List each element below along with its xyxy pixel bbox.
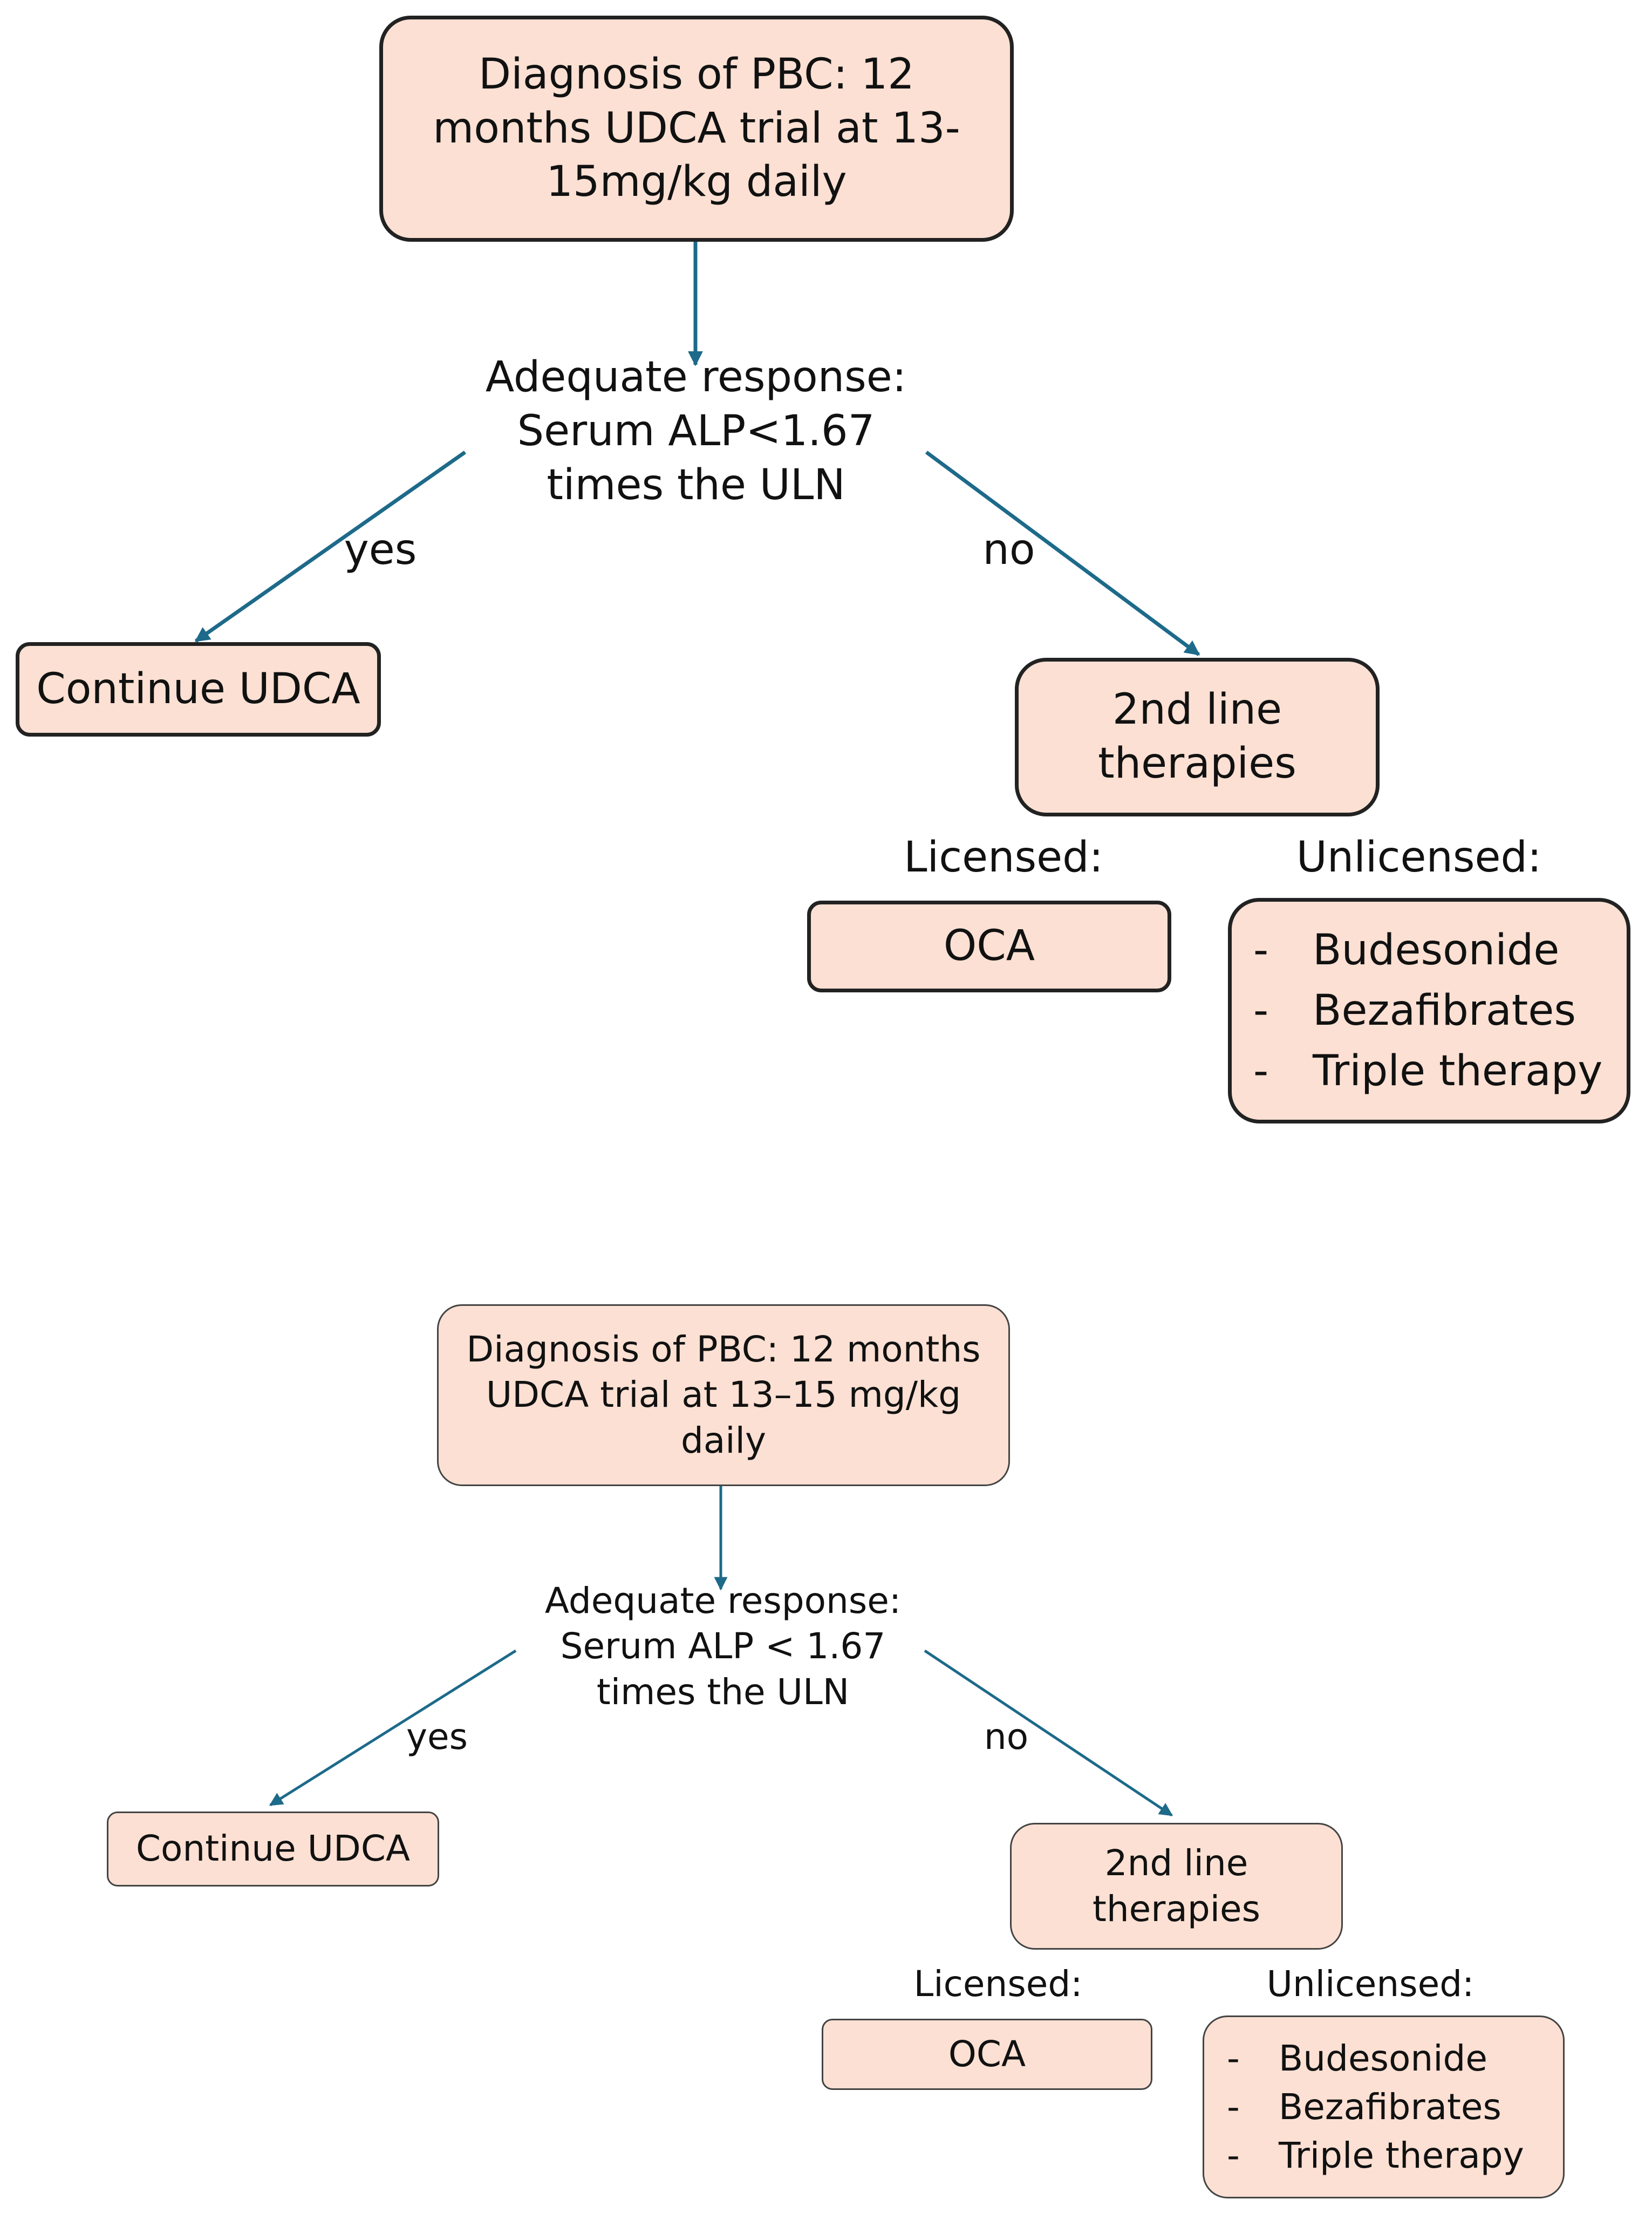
- unlicensed-options-box: - Budesonide - Bezafibrates - Triple the…: [1203, 2015, 1565, 2198]
- bezafibrates-text: Bezafibrates: [1279, 2086, 1501, 2128]
- connector-arrows: [269, 1486, 1173, 1817]
- unlicensed-item-bezafibrates: - Bezafibrates: [1232, 980, 1576, 1041]
- licensed-oca-box: OCA: [807, 901, 1171, 992]
- start-box-text: Diagnosis of PBC: 12 months UDCA trial a…: [466, 1328, 981, 1461]
- unlicensed-heading: Unlicensed:: [1296, 833, 1542, 882]
- unlicensed-options-box: - Budesonide - Bezafibrates - Triple the…: [1228, 898, 1630, 1123]
- licensed-heading: Licensed:: [904, 833, 1103, 882]
- no-label: no: [984, 1716, 1029, 1758]
- list-bullet: -: [1227, 2134, 1240, 2176]
- bezafibrates-text: Bezafibrates: [1313, 986, 1576, 1035]
- unlicensed-item-triple-therapy: - Triple therapy: [1204, 2132, 1524, 2180]
- list-bullet: -: [1227, 2086, 1240, 2128]
- no-label: no: [982, 526, 1035, 574]
- oca-text: OCA: [948, 2033, 1026, 2075]
- oca-text: OCA: [943, 922, 1035, 971]
- continue-udca-box: Continue UDCA: [16, 642, 381, 737]
- yes-label: yes: [344, 526, 417, 574]
- list-bullet: -: [1253, 1047, 1269, 1095]
- list-bullet: -: [1253, 926, 1269, 975]
- start-box-text: Diagnosis of PBC: 12 months UDCA trial a…: [433, 50, 960, 207]
- continue-udca-text: Continue UDCA: [36, 664, 360, 713]
- licensed-heading: Licensed:: [913, 1963, 1083, 2005]
- start-box: Diagnosis of PBC: 12 months UDCA trial a…: [437, 1304, 1010, 1486]
- arrow-no-to-second-line: [924, 1649, 1173, 1817]
- continue-udca-box: Continue UDCA: [107, 1812, 439, 1887]
- second-line-therapies-text: 2nd line therapies: [1092, 1842, 1261, 1930]
- unlicensed-heading: Unlicensed:: [1266, 1963, 1474, 2005]
- arrow-no-to-second-line: [925, 451, 1200, 656]
- arrow-yes-to-continue: [269, 1649, 517, 1807]
- yes-label: yes: [406, 1716, 468, 1758]
- connector-arrows: [194, 242, 1200, 656]
- second-line-therapies-box: 2nd line therapies: [1015, 658, 1380, 816]
- licensed-oca-box: OCA: [822, 2019, 1152, 2090]
- list-bullet: -: [1227, 2037, 1240, 2079]
- start-box: Diagnosis of PBC: 12 months UDCA trial a…: [379, 16, 1014, 242]
- unlicensed-item-budesonide: - Budesonide: [1232, 920, 1559, 980]
- decision-text: Adequate response: Serum ALP<1.67 times …: [485, 353, 907, 509]
- flowchart-version-1: Diagnosis of PBC: 12 months UDCA trial a…: [16, 16, 1630, 1123]
- flowchart-version-2: Diagnosis of PBC: 12 months UDCA trial a…: [0, 1284, 1652, 2220]
- triple-therapy-text: Triple therapy: [1279, 2134, 1524, 2176]
- decision-text: Adequate response: Serum ALP < 1.67 time…: [544, 1580, 902, 1713]
- budesonide-text: Budesonide: [1313, 926, 1560, 975]
- unlicensed-item-bezafibrates: - Bezafibrates: [1204, 2083, 1501, 2132]
- continue-udca-text: Continue UDCA: [135, 1828, 411, 1870]
- unlicensed-item-budesonide: - Budesonide: [1204, 2034, 1487, 2083]
- budesonide-text: Budesonide: [1279, 2037, 1488, 2079]
- triple-therapy-text: Triple therapy: [1313, 1047, 1603, 1095]
- unlicensed-item-triple-therapy: - Triple therapy: [1232, 1041, 1602, 1101]
- list-bullet: -: [1253, 986, 1269, 1035]
- second-line-therapies-text: 2nd line therapies: [1098, 685, 1296, 788]
- second-line-therapies-box: 2nd line therapies: [1010, 1823, 1343, 1950]
- arrow-yes-to-continue: [194, 451, 467, 643]
